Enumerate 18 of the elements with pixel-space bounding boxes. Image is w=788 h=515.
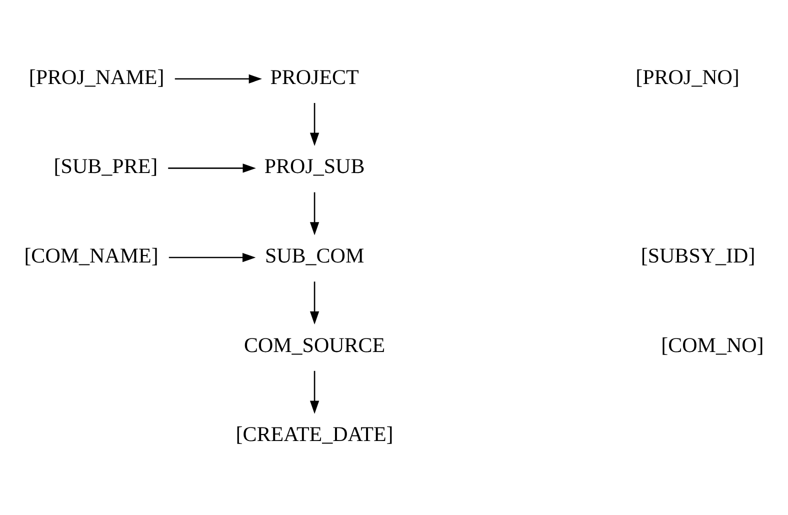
node-text: [PROJ_NAME] bbox=[28, 64, 164, 89]
label: [COM_NO] bbox=[661, 332, 764, 357]
node-text: PROJECT bbox=[270, 64, 359, 89]
arrow bbox=[310, 282, 320, 325]
arrow bbox=[310, 370, 320, 414]
node-text: SUB_COM bbox=[264, 243, 364, 268]
node-text: COM_SOURCE bbox=[244, 332, 386, 357]
arrow bbox=[310, 102, 320, 146]
arrow bbox=[168, 164, 256, 173]
node-text: [COM_NAME] bbox=[24, 243, 158, 268]
node-text: PROJ_SUB bbox=[264, 154, 365, 178]
label: [PROJ_NO] bbox=[636, 64, 740, 89]
label: [SUBSY_ID] bbox=[640, 243, 756, 268]
node-text: [CREATE_DATE] bbox=[236, 422, 394, 446]
arrow bbox=[310, 192, 320, 236]
arrow bbox=[168, 252, 256, 262]
node-text: [SUB_PRE] bbox=[54, 154, 158, 178]
arrow bbox=[174, 74, 262, 84]
